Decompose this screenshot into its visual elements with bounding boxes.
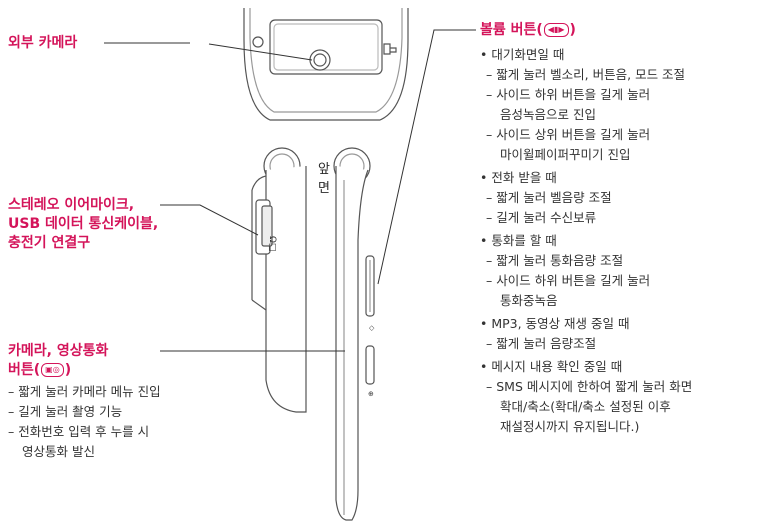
volume-button-label: 볼륨 버튼(◀▮▶) <box>480 21 576 40</box>
phone-side-right: ◇ ⊕ <box>333 147 375 521</box>
video-call-item-1: – 짧게 눌러 카메라 메뉴 진입 <box>8 384 161 399</box>
video-call-item-2: – 길게 눌러 촬영 기능 <box>8 404 123 419</box>
phone-side-left: Ω□ <box>251 147 307 413</box>
external-camera-label: 외부 카메라 <box>8 35 78 51</box>
volume-bullet-2: • 전화 받을 때 <box>480 170 557 185</box>
volume-sub-5-1: – SMS 메시지에 한하여 짧게 눌러 화면 <box>486 379 693 394</box>
volume-sub-3-3: 통화중녹음 <box>500 293 558 308</box>
video-call-item-4: 영상통화 발신 <box>22 444 95 459</box>
volume-sub-3-1: – 짧게 눌러 통화음량 조절 <box>486 253 624 268</box>
volume-sub-1-3: 음성녹음으로 진입 <box>500 107 596 122</box>
volume-sub-1-5: 마이윌페이퍼꾸미기 진입 <box>500 147 631 162</box>
video-call-label-prefix: 버튼( <box>8 362 41 378</box>
volume-bullet-3: • 통화를 할 때 <box>480 233 557 248</box>
video-call-label-line-2: 버튼(▣◎) <box>8 361 108 380</box>
earphone-port-line-1: 스테레오 이어마이크, <box>8 197 135 213</box>
volume-sub-1-4: – 사이드 상위 버튼을 길게 눌러 <box>486 127 651 142</box>
volume-bullet-5: • 메시지 내용 확인 중일 때 <box>480 359 623 374</box>
volume-sub-1-2: – 사이드 하위 버튼을 길게 눌러 <box>486 87 651 102</box>
volume-bullet-1: • 대기화면일 때 <box>480 47 565 62</box>
volume-sub-2-2: – 길게 눌러 수신보류 <box>486 210 597 225</box>
video-call-list: – 짧게 눌러 카메라 메뉴 진입 – 길게 눌러 촬영 기능 – 전화번호 입… <box>8 382 161 462</box>
volume-sub-3-2: – 사이드 하위 버튼을 길게 눌러 <box>486 273 651 288</box>
front-side-label: 앞 면 <box>318 162 330 196</box>
svg-text:Ω□: Ω□ <box>267 236 277 251</box>
volume-sub-4-1: – 짧게 눌러 음량조절 <box>486 336 597 351</box>
video-call-item-3: – 전화번호 입력 후 누를 시 <box>8 424 150 439</box>
svg-text:⊕: ⊕ <box>368 390 374 398</box>
volume-label-suffix: ) <box>569 22 576 38</box>
volume-sub-2-1: – 짧게 눌러 벨음량 조절 <box>486 190 612 205</box>
earphone-port-line-2: USB 데이터 통신케이블, <box>8 216 159 232</box>
volume-sub-1-1: – 짧게 눌러 벨소리, 버튼음, 모드 조절 <box>486 67 686 82</box>
earphone-port-line-3: 충전기 연결구 <box>8 235 91 251</box>
phone-top-view <box>243 8 409 121</box>
video-call-button-label: 카메라, 영상통화 버튼(▣◎) <box>8 342 108 380</box>
video-call-label-suffix: ) <box>64 362 72 378</box>
camera-videocall-icon: ▣◎ <box>41 363 64 377</box>
leader-lines <box>104 29 476 352</box>
earphone-port-label: 스테레오 이어마이크, USB 데이터 통신케이블, 충전기 연결구 <box>8 196 158 253</box>
svg-text:◇: ◇ <box>369 324 375 332</box>
volume-rocker-icon: ◀▮▶ <box>543 23 569 37</box>
video-call-label-line-1: 카메라, 영상통화 <box>8 343 109 359</box>
volume-sub-5-2: 확대/축소(확대/축소 설정된 이후 <box>500 399 671 414</box>
volume-bullet-4: • MP3, 동영상 재생 중일 때 <box>480 316 630 331</box>
volume-list: • 대기화면일 때 – 짧게 눌러 벨소리, 버튼음, 모드 조절 – 사이드 … <box>480 45 692 437</box>
volume-sub-5-3: 재설정시까지 유지됩니다.) <box>500 419 640 434</box>
volume-label-prefix: 볼륨 버튼( <box>480 22 543 38</box>
